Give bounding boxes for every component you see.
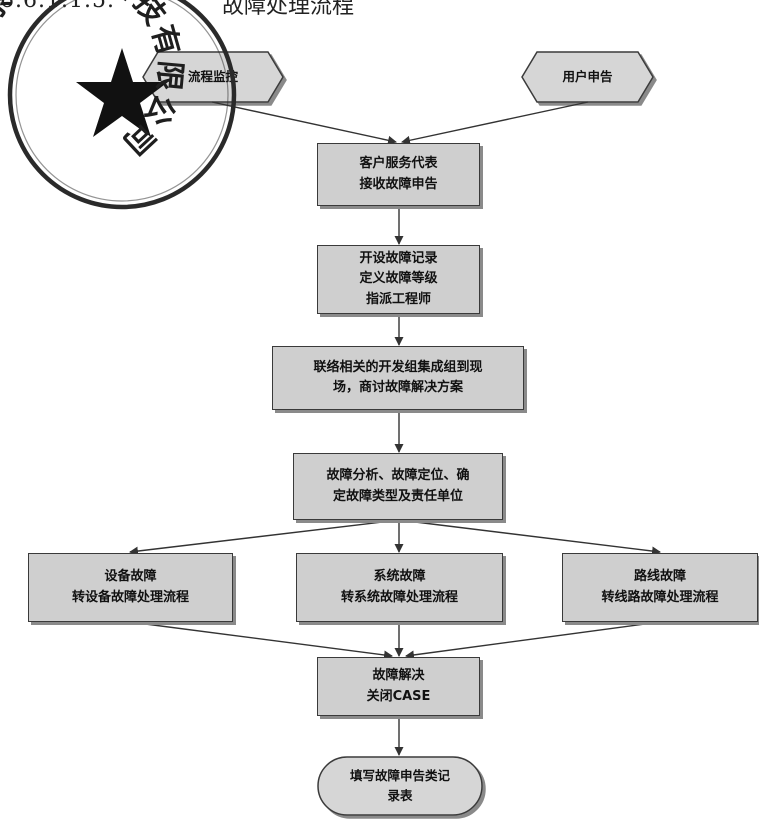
branch-line-fault: 路线故障 转线路故障处理流程	[562, 553, 758, 622]
terminal-text: 填写故障申告类记 录表	[349, 768, 450, 803]
step-contact-teams: 联络相关的开发组集成组到现 场，商讨故障解决方案	[272, 346, 524, 410]
step-contact-teams-text: 联络相关的开发组集成组到现 场，商讨故障解决方案	[313, 359, 483, 395]
branch-equipment-fault: 设备故障 转设备故障处理流程	[28, 553, 233, 622]
terminal-shape	[317, 756, 483, 816]
step-open-record-text: 开设故障记录 定义故障等级 指派工程师	[359, 251, 438, 307]
step-fault-analysis-text: 故障分析、故障定位、确 定故障类型及责任单位	[326, 468, 470, 504]
step-fault-analysis: 故障分析、故障定位、确 定故障类型及责任单位	[293, 453, 503, 520]
connector-monitor-to-cs	[211, 101, 397, 145]
connector-analysis-to-line	[398, 519, 661, 556]
step-fault-resolved-text: 故障解决 关闭CASE	[366, 668, 431, 704]
branch-system-fault: 系统故障 转系统故障处理流程	[296, 553, 503, 622]
step-customer-service: 客户服务代表 接收故障申告	[317, 143, 480, 206]
source-hexagon-user-report	[521, 51, 654, 103]
source-label-user-report: 用户申告	[522, 52, 653, 102]
branch-system-fault-text: 系统故障 转系统故障处理流程	[340, 569, 458, 605]
branch-equipment-fault-text: 设备故障 转设备故障处理流程	[71, 569, 189, 605]
source-label-monitor: 流程监控	[143, 52, 283, 102]
step-open-record: 开设故障记录 定义故障等级 指派工程师	[317, 245, 480, 314]
section-title: 故障处理流程	[222, 0, 355, 19]
connector-line-to-resolve	[405, 621, 661, 660]
connector-user-to-cs	[401, 101, 589, 145]
branch-line-fault-text: 路线故障 转线路故障处理流程	[601, 569, 719, 605]
connector-equipment-to-resolve	[129, 621, 393, 660]
source-text-user-report: 用户申告	[562, 69, 613, 84]
source-text-monitor: 流程监控	[187, 69, 238, 84]
step-customer-service-text: 客户服务代表 接收故障申告	[359, 156, 438, 192]
step-fault-resolved: 故障解决 关闭CASE	[317, 657, 480, 716]
terminal-label: 填写故障申告类记 录表	[318, 757, 482, 815]
connector-analysis-to-equipment	[129, 519, 400, 556]
